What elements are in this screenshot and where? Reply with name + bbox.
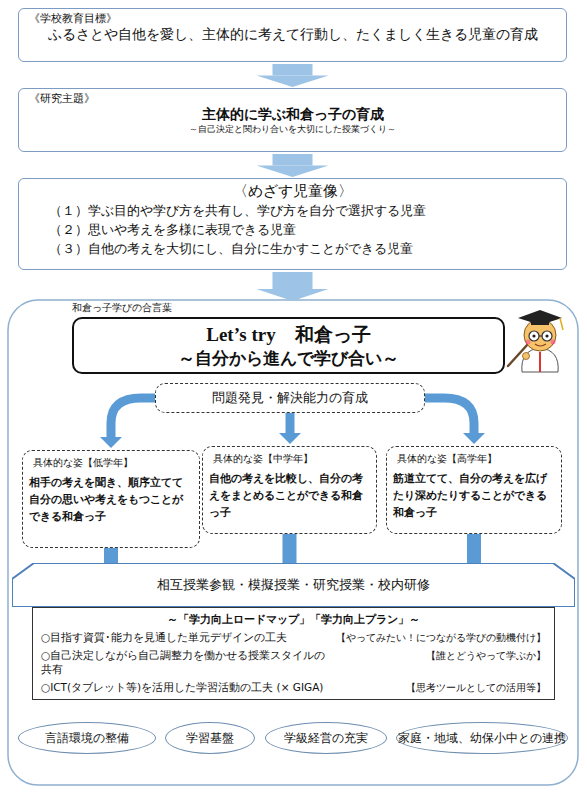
connector <box>279 413 301 444</box>
ability-box: 問題発見・解決能力の育成 <box>155 383 425 413</box>
teacher-illustration <box>508 310 563 372</box>
ability-text: 問題発見・解決能力の育成 <box>212 389 368 407</box>
grade-heading: 具体的な姿【高学年】 <box>397 452 555 466</box>
connector <box>283 534 297 565</box>
connector <box>425 398 485 444</box>
connector <box>257 64 329 87</box>
heading: 〈めざす児童像〉 <box>29 182 556 201</box>
motto-label: 和倉っ子学びの合言葉 <box>72 302 505 315</box>
grade-text: 相手の考えを聞き、順序立てて自分の思いや考えをもつことができる和倉っ子 <box>29 474 193 525</box>
grade-text: 自他の考えを比較し、自分の考えをまとめることができる和倉っ子 <box>209 470 370 521</box>
base-text: 家庭・地域、幼保小中との連携 <box>398 731 566 746</box>
theme-subtitle: ～自己決定と関わり合いを大切にした授業づくり～ <box>29 124 556 136</box>
arrow-head <box>463 433 485 444</box>
grade-heading: 具体的な姿【中学年】 <box>213 452 370 466</box>
roadmap-tag: 【思考ツールとしての活用等】 <box>336 681 546 695</box>
arrow-shaft <box>273 154 313 166</box>
band-outline <box>12 563 575 607</box>
base-text: 言語環境の整備 <box>45 731 129 746</box>
target-item: （１）学ぶ目的や学び方を共有し、学び方を自分で選択する児童 <box>29 201 556 220</box>
target-item: （３）自他の考えを大切にし、自分に生かすことができる児童 <box>29 239 556 258</box>
connector-bar <box>467 534 481 565</box>
target-scroll: 〈めざす児童像〉（１）学ぶ目的や学び方を共有し、学び方を自分で選択する児童（２）… <box>18 178 567 270</box>
arrow-head <box>257 166 329 178</box>
connector-line <box>111 398 155 438</box>
roadmap-tag: 【やってみたい！につながる学びの動機付け】 <box>336 631 546 645</box>
base-text: 学習基盤 <box>186 731 234 746</box>
roadmap-box: ～「学力向上ロードマップ」「学力向上プラン」～ ○目指す資質･能力を見通した単元デ… <box>32 607 555 700</box>
roadmap-item: ○ICT(タブレット等)を活用した学習活動の工夫 (× GIGA) <box>41 681 330 695</box>
practice-band: 相互授業参観・模擬授業・研究授業・校内研修 <box>12 563 575 607</box>
roadmap-item: ○自己決定しながら自己調整力を働かせる授業スタイルの共有 <box>41 649 330 677</box>
arrow-head <box>257 289 329 301</box>
theme-title: 主体的に学ぶ和倉っ子の育成 <box>29 106 556 124</box>
connector-line <box>286 413 295 434</box>
arrow-shaft <box>273 64 313 76</box>
base-ellipse: 学級経営の充実 <box>265 722 387 754</box>
roadmap-heading: ～「学力向上ロードマップ」「学力向上プラン」～ <box>41 612 546 627</box>
connector <box>100 398 155 448</box>
heading: 《学校教育目標》 <box>29 12 556 26</box>
arrow-shaft <box>273 272 313 289</box>
target-item: （２）思いや考えを多様に表現できる児童 <box>29 220 556 239</box>
connector <box>467 534 481 565</box>
heading: 《研究主題》 <box>29 92 556 106</box>
connector <box>257 272 329 301</box>
roadmap-tag: 【誰とどうやって学ぶか】 <box>336 649 546 677</box>
arrow-head <box>257 76 329 88</box>
goal-scroll: 《学校教育目標》ふるさとや自他を愛し、主体的に考えて行動し、たくましく生きる児童… <box>18 8 567 62</box>
practice-text: 相互授業参観・模擬授業・研究授業・校内研修 <box>157 576 430 594</box>
outer-region <box>8 300 578 785</box>
grade-box: 具体的な姿【中学年】自他の考えを比較し、自分の考えをまとめることができる和倉っ子 <box>202 446 377 534</box>
motto-title: Let’s try 和倉っ子 <box>206 323 370 347</box>
roadmap-item: ○目指す資質･能力を見通した単元デザインの工夫 <box>41 631 330 645</box>
base-ellipse: 家庭・地域、幼保小中との連携 <box>396 722 568 754</box>
base-ellipse: 学習基盤 <box>165 722 255 754</box>
theme-box: 《研究主題》主体的に学ぶ和倉っ子の育成～自己決定と関わり合いを大切にした授業づく… <box>18 88 567 152</box>
grade-box: 具体的な姿【高学年】筋道立てて、自分の考えを広げたり深めたりすることができる和倉… <box>386 446 562 534</box>
base-text: 学級経営の充実 <box>284 731 368 746</box>
motto-subtitle: ～自分から進んで学び合い～ <box>178 347 399 369</box>
arrow-head <box>279 433 301 444</box>
motto-box: 和倉っ子学びの合言葉 Let’s try 和倉っ子～自分から進んで学び合い～ <box>72 302 505 374</box>
goal-text: ふるさとや自他を愛し、主体的に考えて行動し、たくましく生きる児童の育成 <box>29 26 556 44</box>
base-ellipse: 言語環境の整備 <box>18 722 156 754</box>
connector-line <box>425 398 474 434</box>
connector <box>257 154 329 177</box>
connector-bar <box>283 534 297 565</box>
arrow-head <box>100 437 122 448</box>
grade-box: 具体的な姿【低学年】相手の考えを聞き、順序立てて自分の思いや考えをもつことができ… <box>22 450 200 548</box>
grade-text: 筋道立てて、自分の考えを広げたり深めたりすることができる和倉っ子 <box>393 470 555 521</box>
motto-frame: Let’s try 和倉っ子～自分から進んで学び合い～ <box>72 317 505 374</box>
grade-heading: 具体的な姿【低学年】 <box>33 456 193 470</box>
